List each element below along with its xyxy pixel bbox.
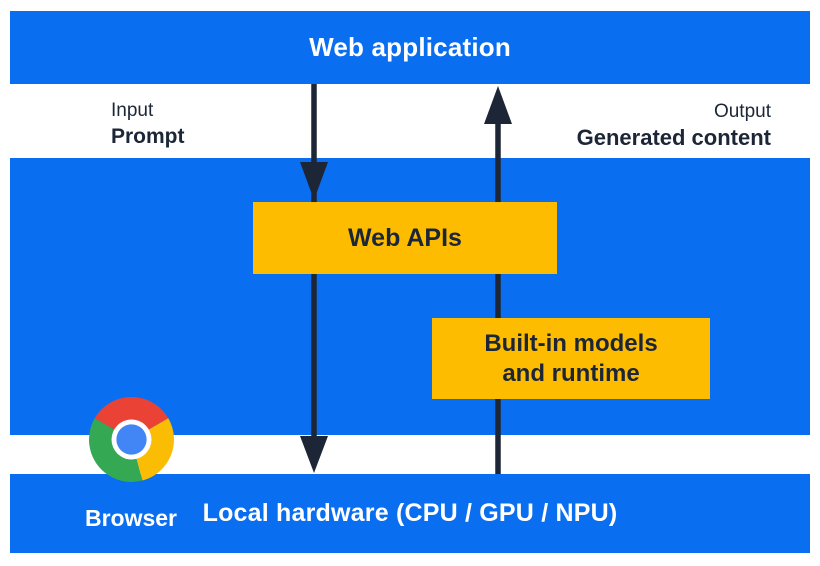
- output-generated-label-group: Output Generated content: [577, 100, 771, 151]
- output-caption: Output: [713, 101, 771, 122]
- web-apis-label: Web APIs: [348, 223, 462, 252]
- web-application-bar: Web application: [10, 11, 810, 84]
- browser-label: Browser: [84, 505, 178, 531]
- input-prompt-label-group: Input Prompt: [111, 99, 185, 150]
- prompt-label: Prompt: [111, 125, 185, 148]
- local-hardware-label: Local hardware (CPU / GPU / NPU): [202, 499, 618, 527]
- builtin-models-label-line1: Built-in models: [484, 329, 658, 357]
- local-hardware-bar: Local hardware (CPU / GPU / NPU): [10, 474, 810, 553]
- web-apis-box: Web APIs: [253, 202, 557, 274]
- builtin-models-label-line2: and runtime: [502, 359, 640, 387]
- web-application-label: Web application: [309, 32, 511, 62]
- browser-cluster: Browser: [70, 397, 192, 532]
- builtin-models-box: Built-in models and runtime: [432, 318, 710, 399]
- generated-content-label: Generated content: [576, 125, 771, 150]
- chrome-logo-icon: [88, 397, 174, 482]
- input-caption: Input: [111, 100, 154, 121]
